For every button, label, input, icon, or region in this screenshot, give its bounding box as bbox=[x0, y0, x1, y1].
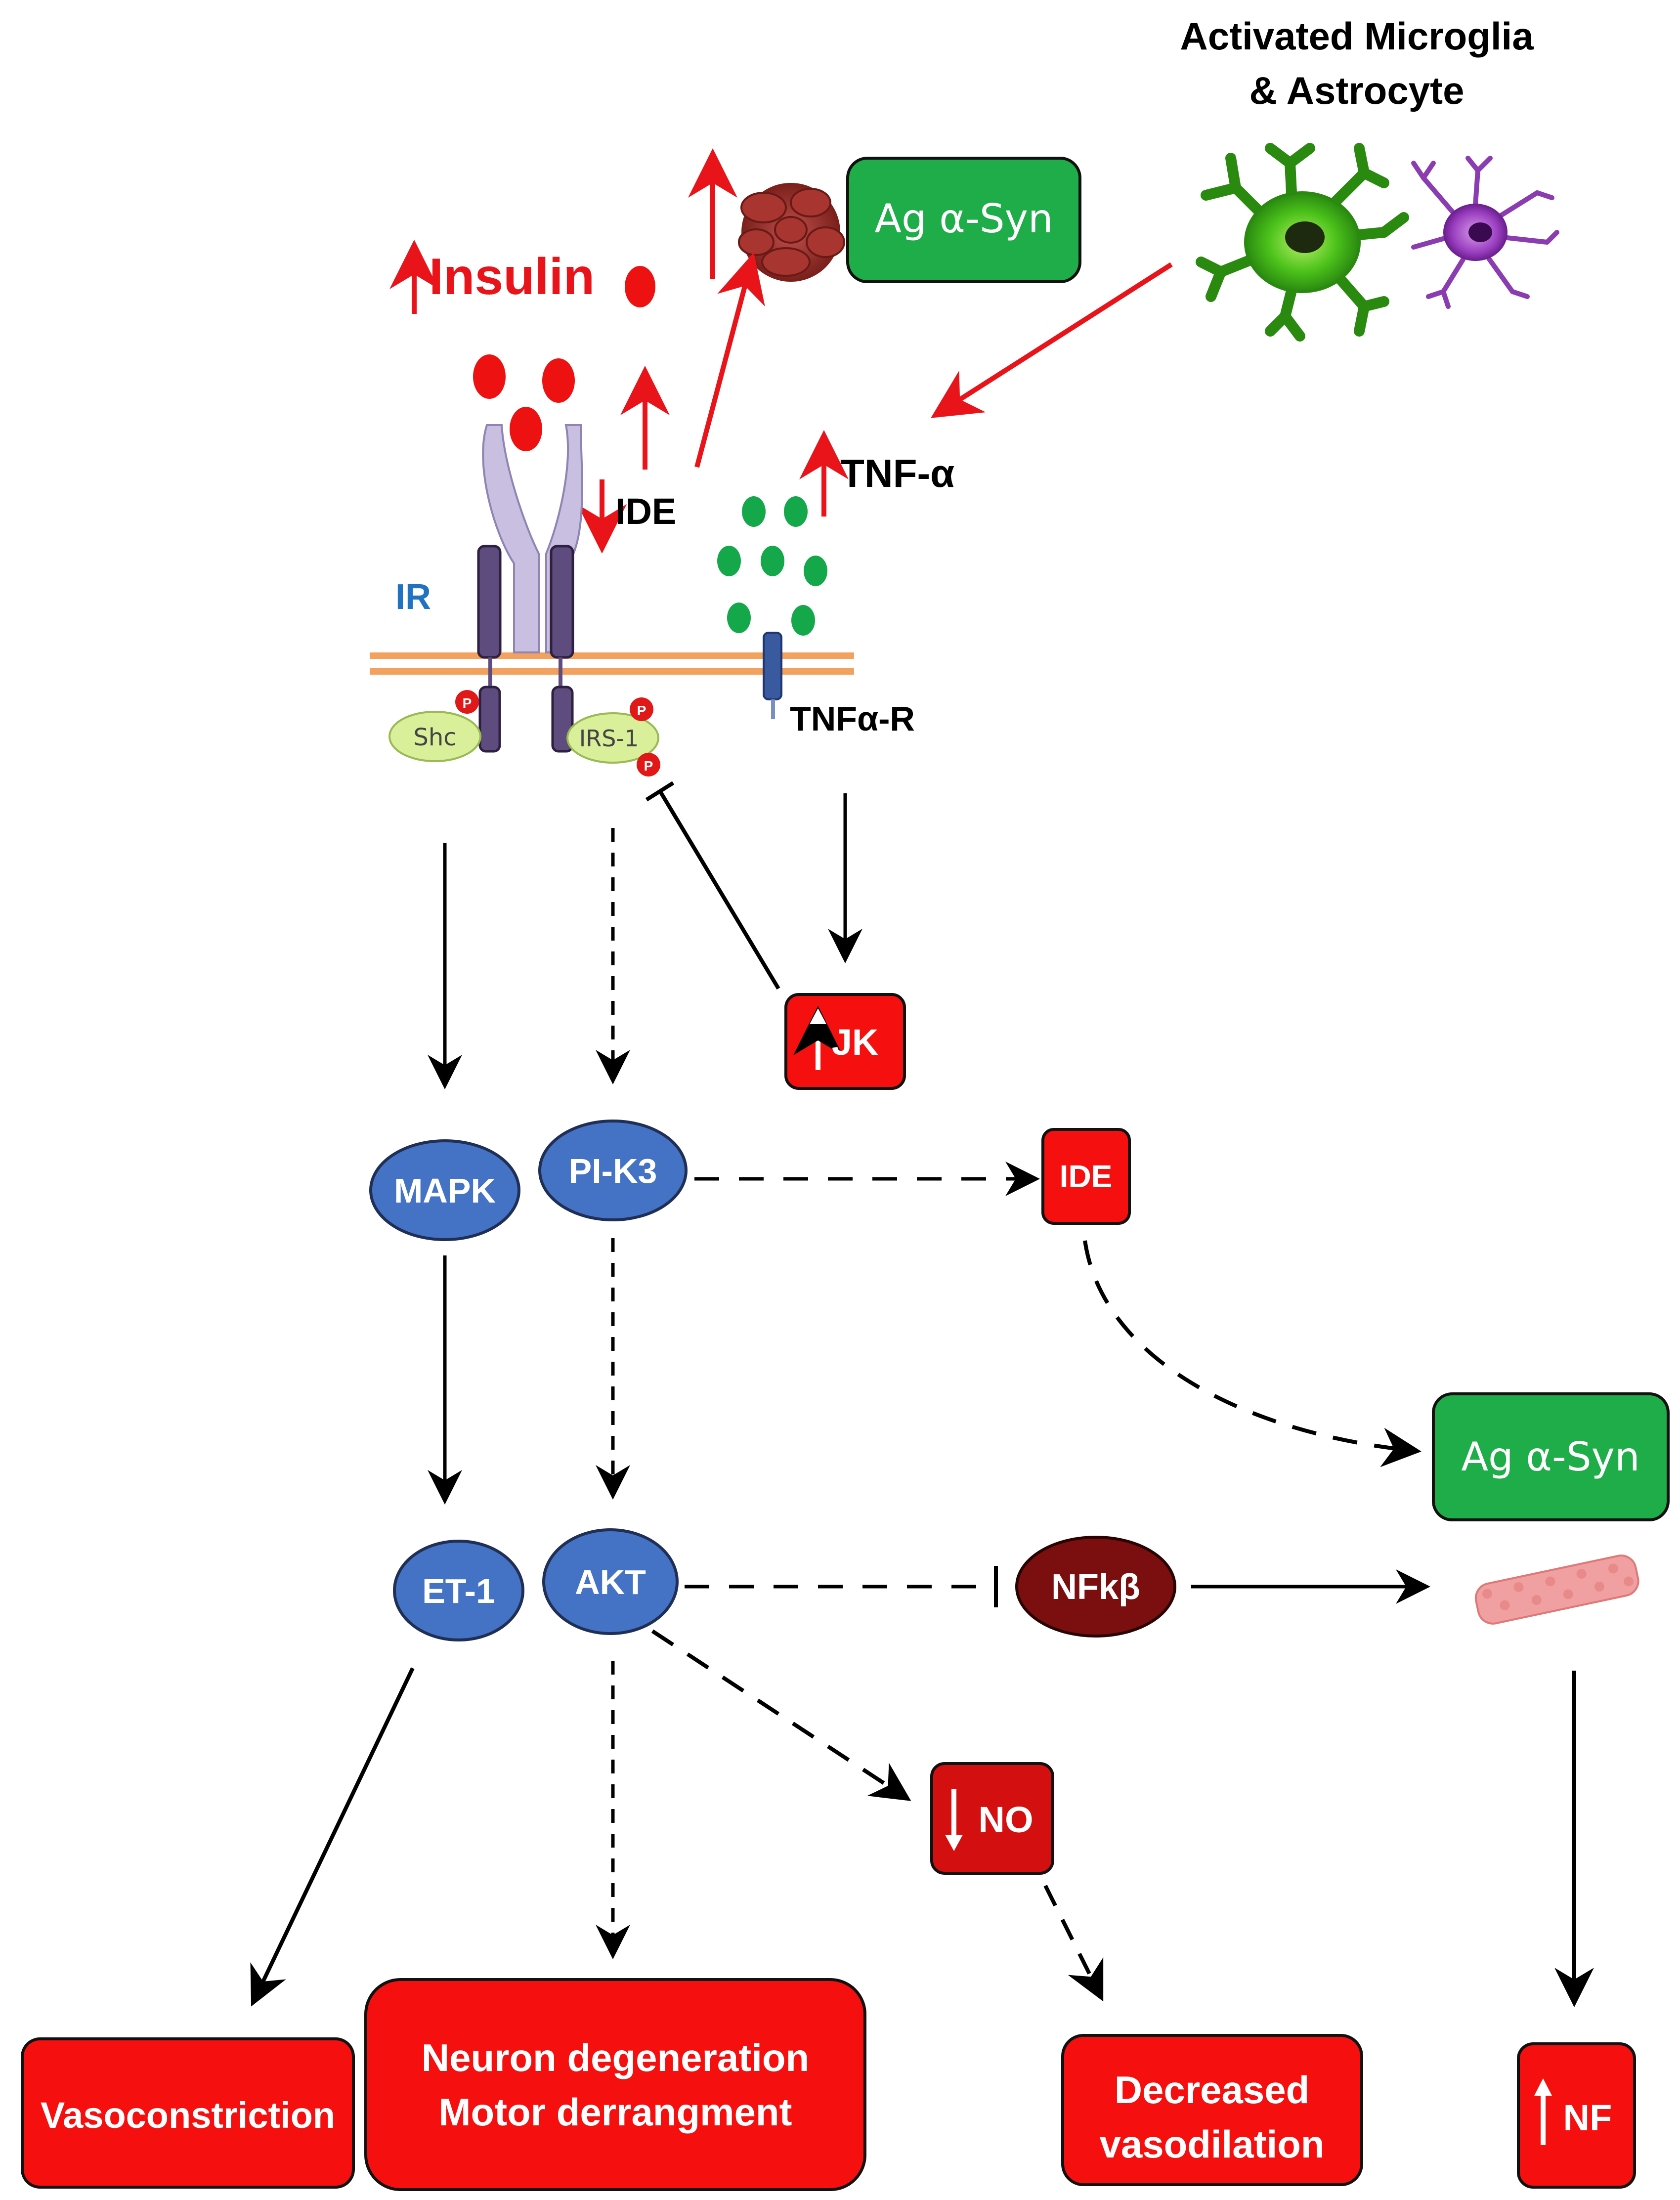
akt-label: AKT bbox=[575, 1563, 646, 1601]
akt-node: AKT bbox=[542, 1528, 679, 1635]
jk-label: JK bbox=[832, 1022, 879, 1063]
nf-box: NF bbox=[1517, 2042, 1636, 2189]
akt-inhibits-nfkb bbox=[685, 1566, 998, 1607]
nfkb-node: NFkβ bbox=[1015, 1536, 1176, 1638]
neuron-degeneration-box: Neuron degeneration Motor derrangment bbox=[364, 1978, 866, 2191]
insulin-receptor bbox=[477, 424, 583, 753]
vasodilation-label: vasodilation bbox=[1099, 2122, 1324, 2166]
et1-to-vasoconstriction-arrow bbox=[250, 1667, 415, 2007]
insulin-molecule bbox=[542, 358, 575, 403]
irs1-label: IRS-1 bbox=[579, 725, 639, 752]
shc-label: Shc bbox=[413, 724, 456, 751]
phospho-label: P bbox=[644, 758, 653, 774]
et1-label: ET-1 bbox=[422, 1572, 495, 1610]
microglia-icon bbox=[1196, 143, 1409, 342]
tnf-receptor bbox=[763, 632, 782, 719]
mapk-node: MAPK bbox=[369, 1139, 520, 1241]
ag-syn-mid-label: Ag α-Syn bbox=[1461, 1434, 1639, 1480]
irs1-protein: IRS-1 P P bbox=[566, 697, 660, 776]
akt-to-no-arrow bbox=[651, 1629, 911, 1801]
nfkb-label: NFkβ bbox=[1051, 1567, 1140, 1607]
ide-to-agsyn-arrow bbox=[1083, 1240, 1422, 1467]
ag-syn-mid-box: Ag α-Syn bbox=[1432, 1392, 1670, 1521]
insulin-molecule bbox=[625, 266, 655, 307]
ide-top-label: IDE bbox=[615, 491, 676, 532]
ide-mid-box: IDE bbox=[1041, 1128, 1131, 1225]
alpha-syn-aggregate-icon bbox=[738, 183, 845, 282]
tnf-receptor-label: TNFα-R bbox=[790, 699, 915, 738]
jk-inhibits-irs1 bbox=[645, 781, 780, 990]
tnf-molecules bbox=[717, 496, 827, 636]
cells-label-line1: Activated Microglia bbox=[1180, 14, 1534, 58]
insulin-molecule bbox=[473, 354, 506, 399]
ag-syn-top-box: Ag α-Syn bbox=[846, 157, 1081, 283]
cells-label-line2: & Astrocyte bbox=[1249, 69, 1465, 112]
cells-to-tnf-arrow bbox=[931, 262, 1173, 418]
pik3-node: PI-K3 bbox=[538, 1120, 688, 1221]
neuron-degeneration-label: Neuron degeneration bbox=[422, 2036, 809, 2079]
pik3-label: PI-K3 bbox=[569, 1152, 657, 1190]
insulin-molecule bbox=[510, 407, 542, 451]
nf-label: NF bbox=[1563, 2097, 1612, 2138]
ir-label: IR bbox=[395, 577, 431, 617]
shc-protein: Shc P bbox=[388, 690, 481, 762]
decreased-vasodilation-box: Decreased vasodilation bbox=[1061, 2034, 1363, 2186]
no-label: NO bbox=[979, 1799, 1034, 1840]
ag-syn-top-label: Ag α-Syn bbox=[874, 196, 1053, 242]
alpha-syn-fibril-icon bbox=[1474, 1554, 1639, 1625]
no-to-vasodilation-arrow bbox=[1043, 1885, 1104, 2002]
tnf-alpha-label: TNF-α bbox=[840, 451, 954, 495]
astrocyte-icon bbox=[1411, 156, 1559, 309]
et1-node: ET-1 bbox=[393, 1540, 524, 1641]
no-box: NO bbox=[930, 1762, 1054, 1875]
vasoconstriction-label: Vasoconstriction bbox=[41, 2095, 335, 2136]
ide-to-aggregate-arrow bbox=[694, 252, 765, 468]
phospho-label: P bbox=[637, 703, 646, 718]
jk-box: JK bbox=[784, 993, 906, 1090]
motor-derrangment-label: Motor derrangment bbox=[438, 2090, 792, 2134]
mapk-label: MAPK bbox=[394, 1171, 496, 1210]
vasoconstriction-box: Vasoconstriction bbox=[21, 2037, 355, 2189]
phospho-label: P bbox=[463, 695, 472, 711]
insulin-label: Insulin bbox=[429, 248, 595, 305]
ide-mid-label: IDE bbox=[1060, 1159, 1113, 1194]
decreased-label: Decreased bbox=[1115, 2068, 1310, 2112]
